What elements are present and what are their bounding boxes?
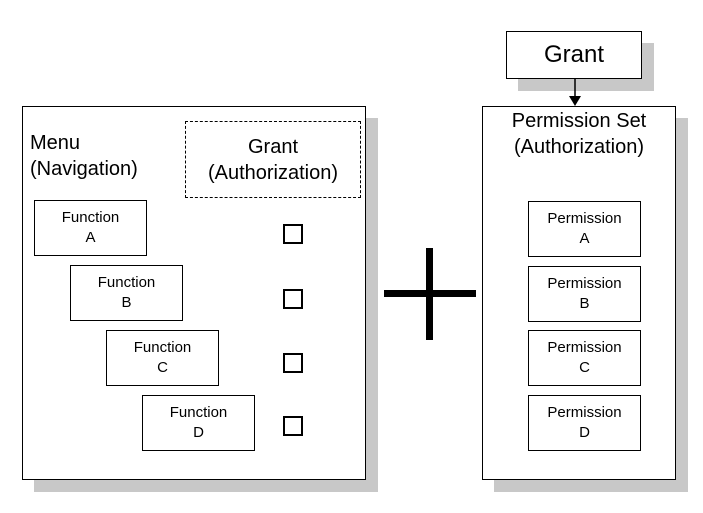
permission-c-box: Permission C <box>528 330 641 386</box>
function-letter: A <box>85 229 96 246</box>
permission-set-title: Permission Set (Authorization) <box>482 108 676 160</box>
function-b-box: Function B <box>70 265 183 321</box>
permission-label: Permission <box>547 275 622 292</box>
permission-label: Permission <box>547 210 622 227</box>
menu-title: Menu (Navigation) <box>30 130 138 182</box>
grant-authorization-line2: (Authorization) <box>207 161 339 184</box>
grant-checkbox-a[interactable] <box>283 224 303 244</box>
function-letter: B <box>121 294 132 311</box>
function-letter: D <box>193 424 204 441</box>
menu-title-line2: (Navigation) <box>30 158 138 180</box>
arrow-down-icon <box>569 79 581 106</box>
grant-checkbox-b[interactable] <box>283 289 303 309</box>
permission-set-title-line1: Permission Set <box>511 110 647 132</box>
permission-letter: C <box>579 359 590 376</box>
grant-checkbox-d[interactable] <box>283 416 303 436</box>
permission-letter: B <box>579 295 590 312</box>
function-label: Function <box>133 339 192 356</box>
grant-authorization-box: Grant (Authorization) <box>185 121 361 198</box>
permission-d-box: Permission D <box>528 395 641 451</box>
permission-letter: A <box>579 230 590 247</box>
permission-b-box: Permission B <box>528 266 641 322</box>
grant-checkbox-c[interactable] <box>283 353 303 373</box>
function-letter: C <box>157 359 168 376</box>
grant-box-label: Grant <box>543 41 605 68</box>
function-label: Function <box>97 274 156 291</box>
menu-title-line1: Menu <box>30 132 81 154</box>
plus-icon <box>384 248 476 340</box>
function-label: Function <box>169 404 228 421</box>
permission-set-title-line2: (Authorization) <box>513 136 645 158</box>
permission-label: Permission <box>547 404 622 421</box>
function-a-box: Function A <box>34 200 147 256</box>
function-c-box: Function C <box>106 330 219 386</box>
grant-box: Grant <box>506 31 642 79</box>
permission-a-box: Permission A <box>528 201 641 257</box>
permission-label: Permission <box>547 339 622 356</box>
permission-letter: D <box>579 424 590 441</box>
grant-authorization-line1: Grant <box>247 135 299 158</box>
function-d-box: Function D <box>142 395 255 451</box>
function-label: Function <box>61 209 120 226</box>
